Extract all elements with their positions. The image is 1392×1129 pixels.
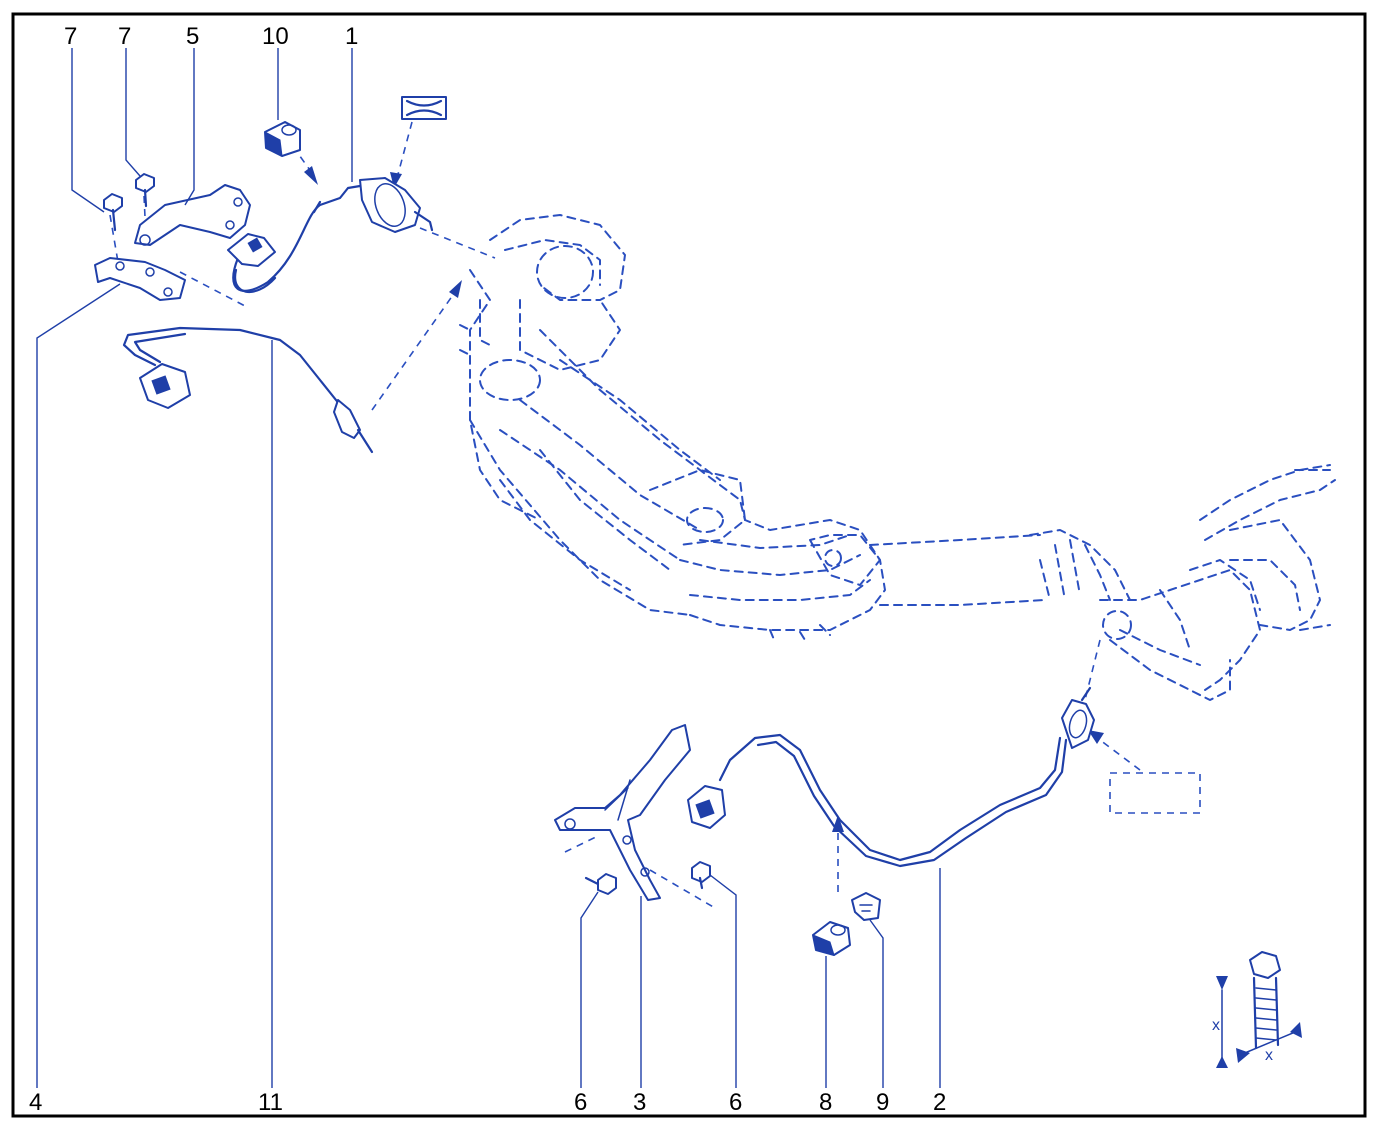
leader-lines bbox=[36, 48, 941, 1088]
bracket-4 bbox=[94, 257, 186, 301]
callout-7-right: 7 bbox=[118, 23, 131, 50]
callout-6-right: 6 bbox=[729, 1089, 742, 1116]
bracket-5 bbox=[134, 184, 251, 246]
torque-spec-icon: x x bbox=[1212, 951, 1302, 1068]
diagram-border bbox=[11, 12, 1367, 1118]
clip-nut-8 bbox=[812, 921, 851, 956]
bolt-7-right bbox=[135, 173, 155, 208]
callout-7-left: 7 bbox=[64, 23, 77, 50]
catalytic-converter-ghost bbox=[469, 329, 886, 643]
callout-10: 10 bbox=[262, 23, 289, 50]
callout-8: 8 bbox=[819, 1089, 832, 1116]
exhaust-manifold-ghost bbox=[459, 214, 626, 521]
upstream-oxygen-sensor bbox=[227, 177, 434, 294]
clip-nut-10 bbox=[264, 121, 301, 157]
intermediate-pipe-ghost bbox=[869, 529, 1261, 701]
rear-muffler-ghost bbox=[1189, 464, 1336, 631]
callout-6-left: 6 bbox=[574, 1089, 587, 1116]
callout-9: 9 bbox=[876, 1089, 889, 1116]
callout-11: 11 bbox=[258, 1089, 283, 1116]
bolt-7-left bbox=[103, 193, 123, 232]
oxygen-sensor-11 bbox=[122, 326, 374, 454]
callout-2: 2 bbox=[933, 1089, 946, 1116]
torque-x-label-horizontal: x bbox=[1265, 1047, 1273, 1064]
gasket-symbol bbox=[401, 96, 447, 120]
bolt-6-right bbox=[691, 861, 711, 890]
clip-9 bbox=[851, 892, 881, 921]
callout-3: 3 bbox=[633, 1089, 646, 1116]
torque-x-label-vertical: x bbox=[1212, 1017, 1220, 1034]
bolt-6-left bbox=[584, 873, 617, 895]
callout-5: 5 bbox=[186, 23, 199, 50]
callout-4: 4 bbox=[29, 1089, 42, 1116]
callout-1: 1 bbox=[345, 23, 358, 50]
downstream-oxygen-sensor bbox=[687, 686, 1095, 868]
bracket-3 bbox=[554, 724, 691, 901]
callout-labels: 7 7 5 10 1 4 11 6 3 6 8 9 2 bbox=[29, 23, 946, 1116]
